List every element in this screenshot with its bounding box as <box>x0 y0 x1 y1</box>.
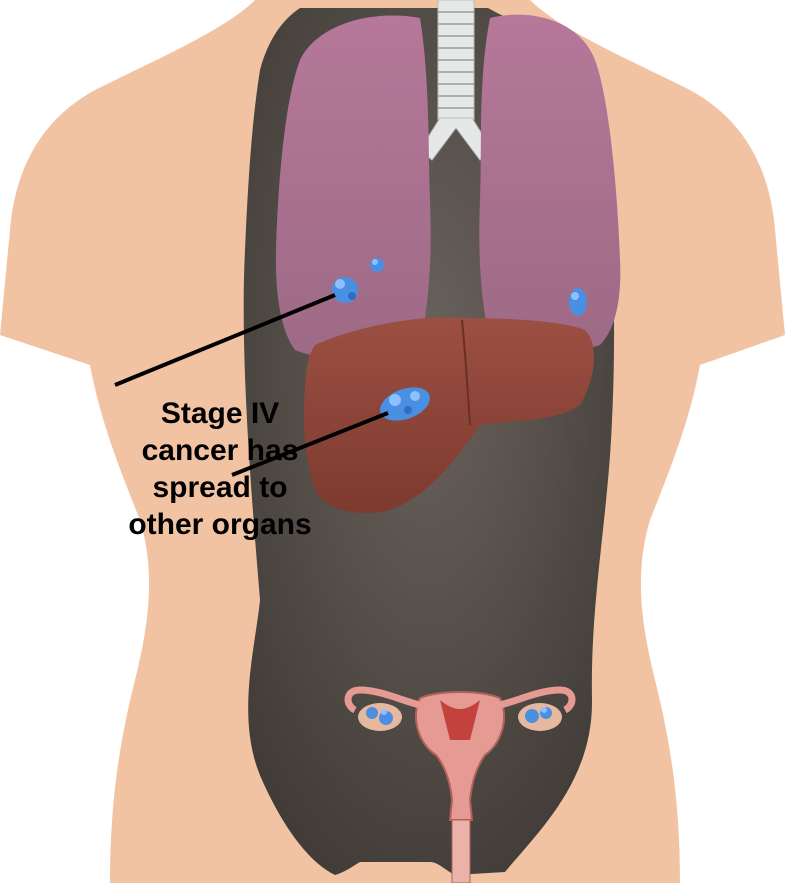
lung-tumor-2 <box>370 258 384 272</box>
annotation-label: Stage IV cancer has spread to other orga… <box>92 395 348 543</box>
annotation-line-3: spread to <box>92 469 348 506</box>
left-lung <box>276 15 431 357</box>
lung-tumor-1 <box>332 277 358 303</box>
lung-tumor-3 <box>569 288 587 316</box>
annotation-line-2: cancer has <box>92 432 348 469</box>
right-ovary <box>518 703 562 731</box>
annotation-line-1: Stage IV <box>92 395 348 432</box>
left-ovary <box>358 703 402 731</box>
annotation-line-4: other organs <box>92 506 348 543</box>
